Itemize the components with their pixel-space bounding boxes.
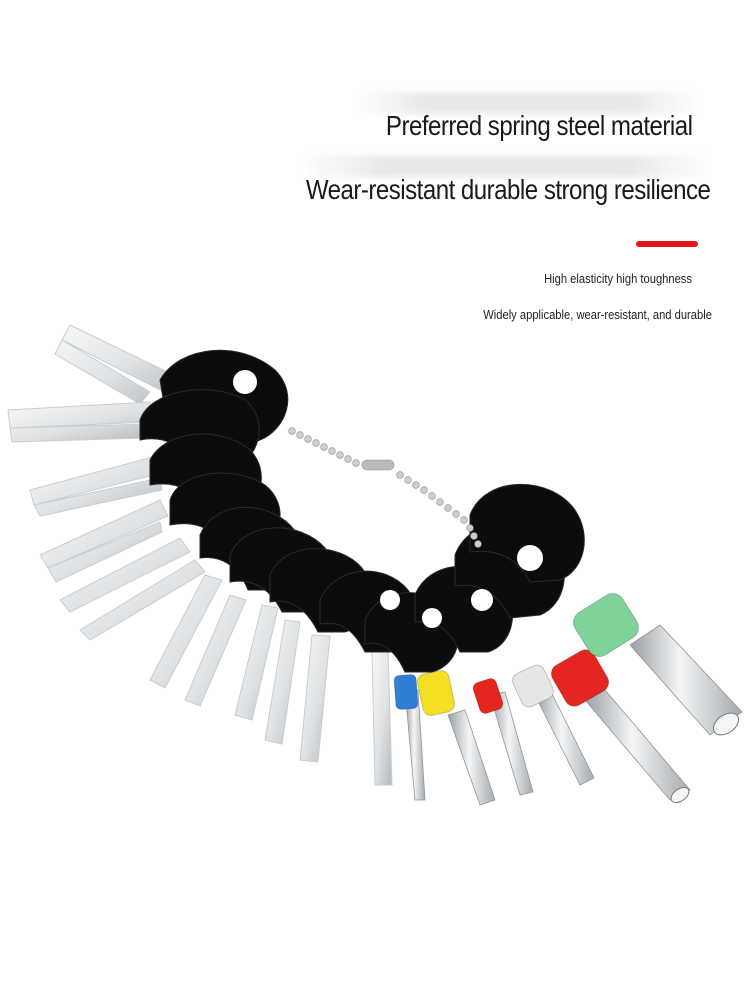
forked-pins bbox=[7, 324, 393, 786]
ring-holes bbox=[233, 370, 543, 628]
accent-bar bbox=[636, 241, 698, 247]
subtext-line-1: High elasticity high toughness bbox=[544, 271, 692, 286]
subtext-line-2: Widely applicable, wear-resistant, and d… bbox=[483, 307, 712, 322]
sleeve-blue bbox=[393, 674, 419, 710]
headline-secondary: Wear-resistant durable strong resilience bbox=[305, 174, 710, 205]
headline-primary: Preferred spring steel material bbox=[385, 110, 692, 141]
ghost-text-reflection bbox=[300, 155, 710, 177]
ghost-text-reflection bbox=[355, 92, 700, 114]
hollow-tube-pins bbox=[404, 624, 743, 806]
terminal-removal-tool-set-icon bbox=[7, 324, 743, 806]
black-ring-handles bbox=[139, 349, 585, 673]
sleeve-red-large bbox=[550, 649, 610, 707]
sleeve-green bbox=[573, 592, 639, 658]
color-sleeves bbox=[393, 592, 639, 716]
sleeve-yellow bbox=[416, 670, 456, 716]
sleeve-white bbox=[512, 664, 554, 708]
ball-chain bbox=[288, 427, 482, 548]
sleeve-red-small bbox=[472, 678, 504, 714]
